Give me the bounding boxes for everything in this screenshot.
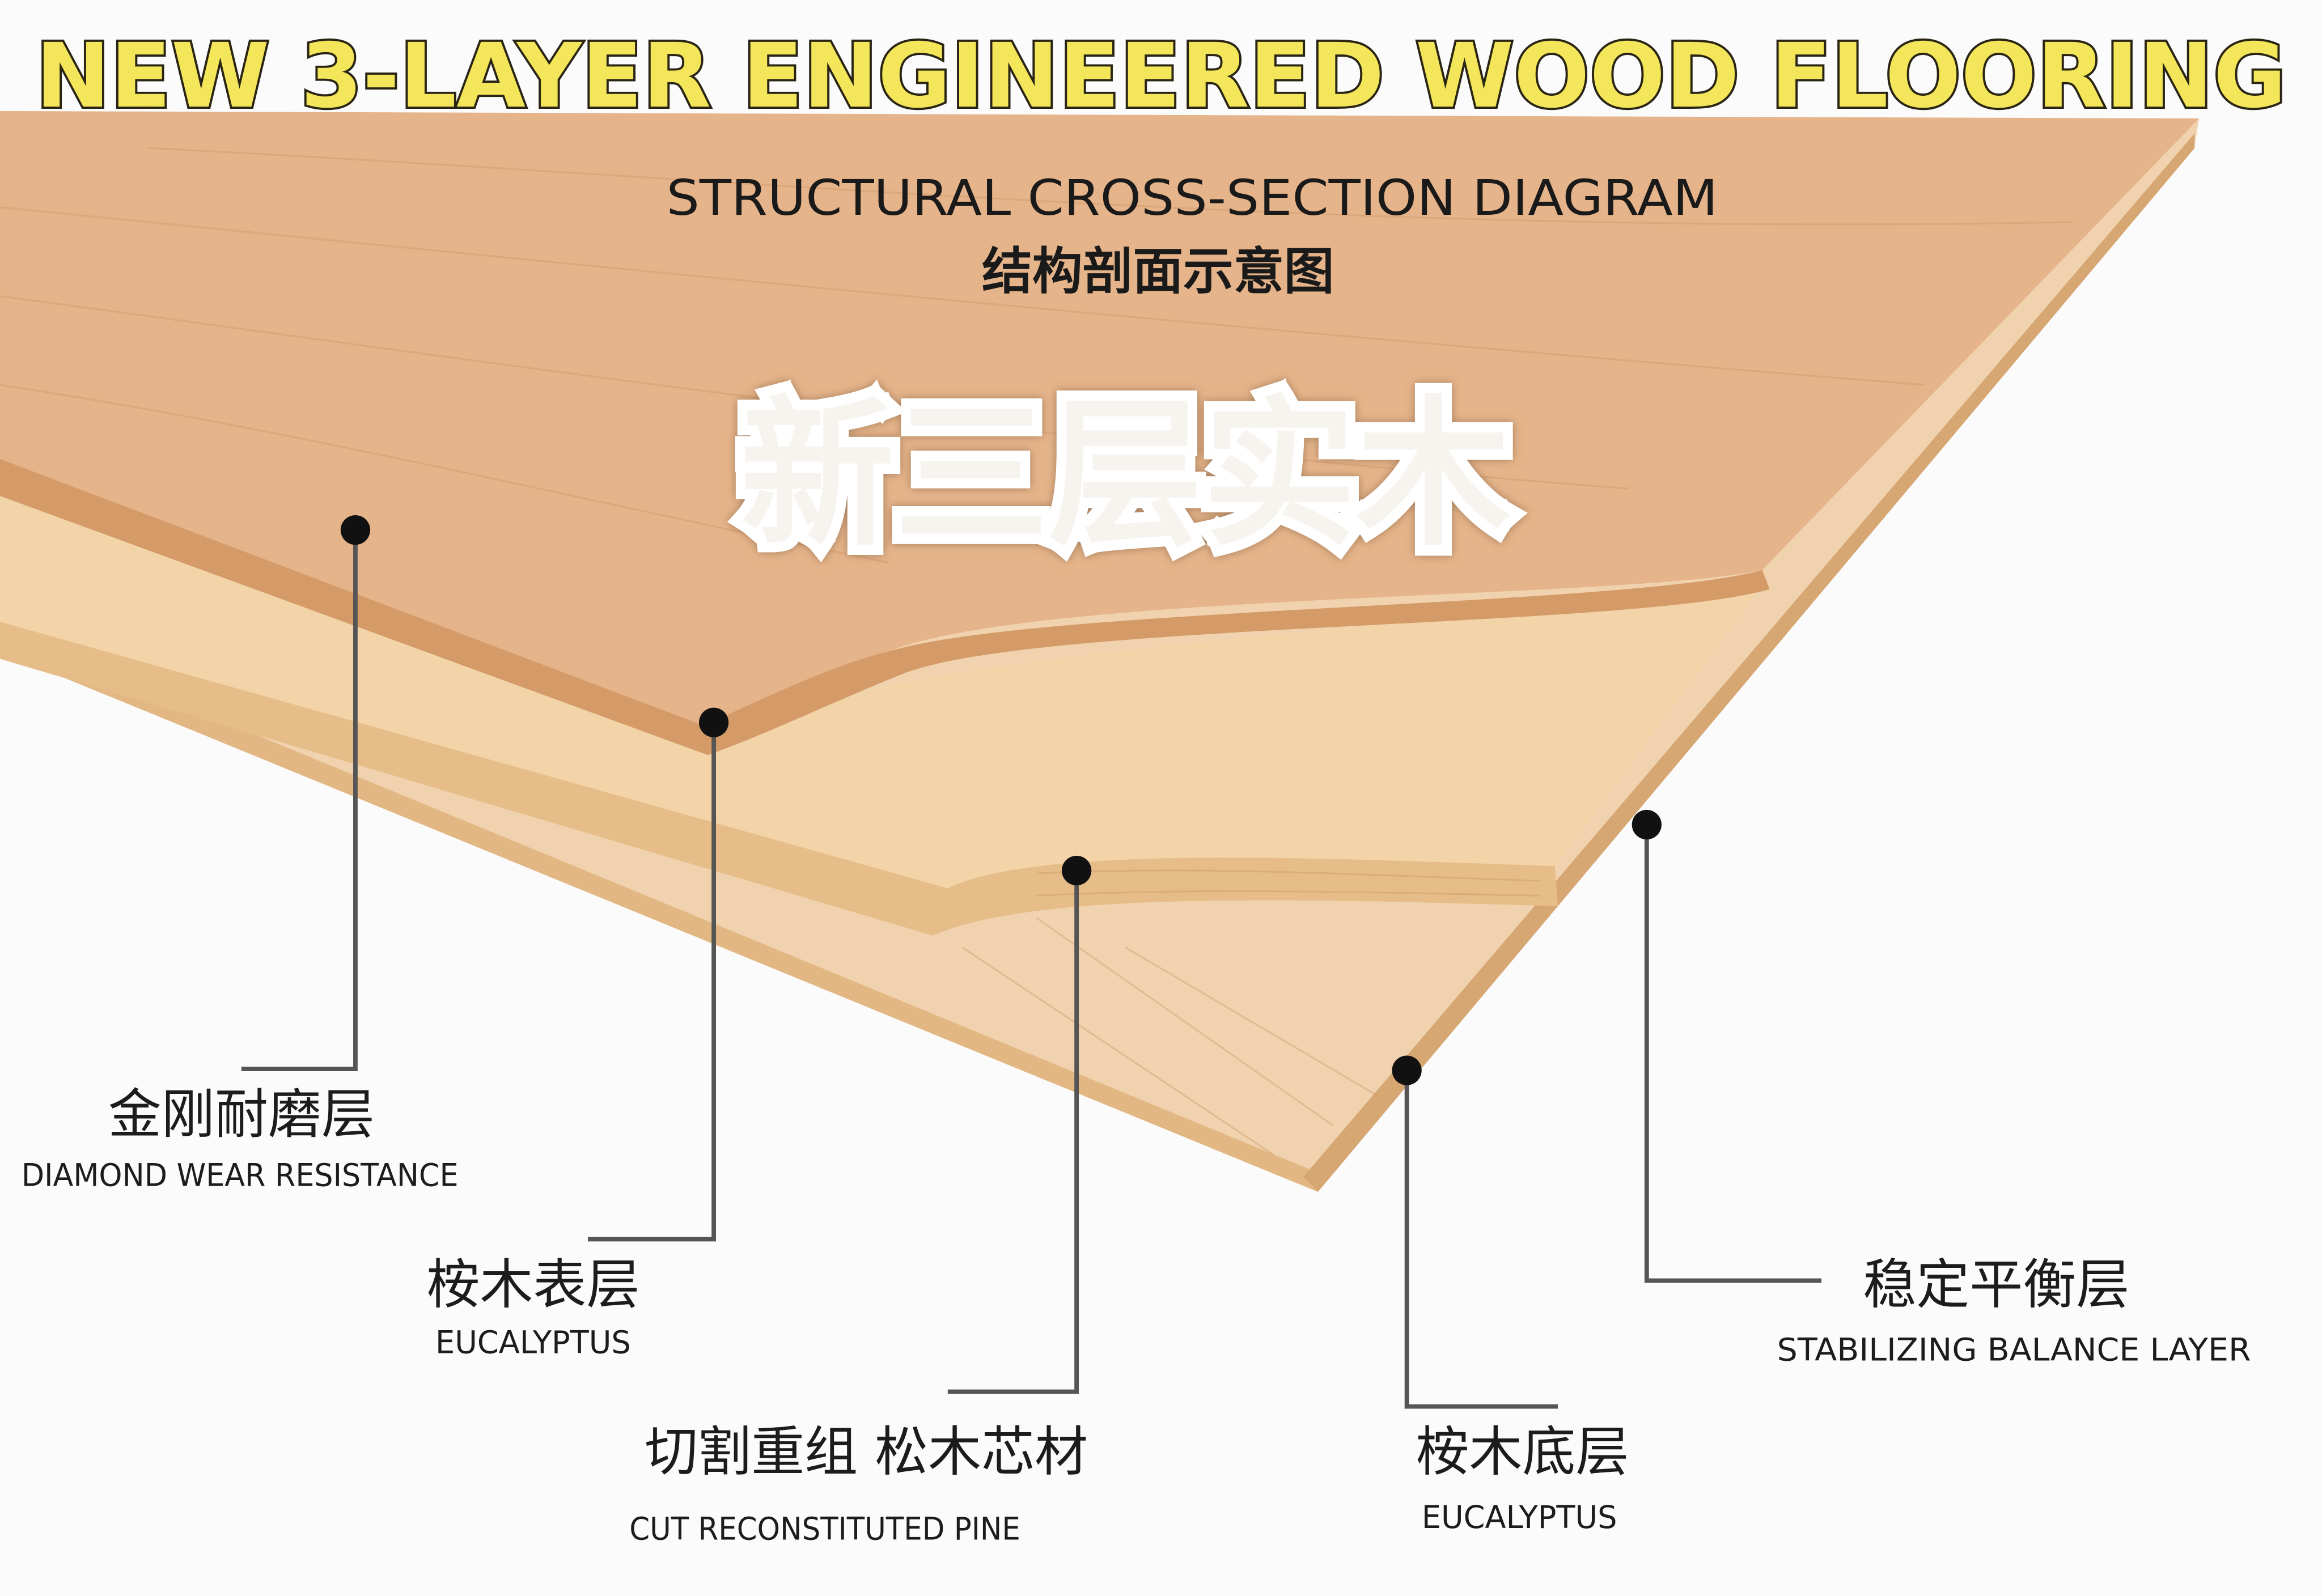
hero-title-cn: 新三层实木 xyxy=(740,381,1510,568)
leader-line-5 xyxy=(1644,825,1822,1283)
leader-lines xyxy=(241,515,1822,1409)
label-cn: 金刚耐磨层 xyxy=(108,1084,375,1145)
leader-line-3 xyxy=(947,870,1079,1394)
label-eucalyptus-bottom: 桉木底层 EUCALYPTUS xyxy=(1416,1421,1629,1535)
marker-dot-3 xyxy=(1061,855,1092,886)
marker-dot-1 xyxy=(340,515,371,545)
label-eucalyptus-top: 桉木表层 EUCALYPTUS xyxy=(426,1254,639,1361)
label-en: DIAMOND WEAR RESISTANCE xyxy=(22,1157,459,1193)
subtitle-en: STRUCTURAL CROSS-SECTION DIAGRAM xyxy=(667,170,1718,227)
label-en: STABILIZING BALANCE LAYER xyxy=(1777,1332,2251,1368)
label-diamond-wear: 金刚耐磨层 DIAMOND WEAR RESISTANCE xyxy=(22,1084,459,1193)
core-layer xyxy=(0,496,1762,936)
leader-line-4 xyxy=(1404,1070,1558,1409)
label-cn: 切割重组 松木芯材 xyxy=(645,1421,1088,1483)
marker-dot-5 xyxy=(1632,809,1662,840)
label-cn: 稳定平衡层 xyxy=(1863,1254,2129,1316)
label-en: EUCALYPTUS xyxy=(435,1325,631,1361)
label-en: EUCALYPTUS xyxy=(1422,1499,1617,1535)
leader-line-2 xyxy=(588,722,717,1242)
label-pine-core: 切割重组 松木芯材 CUT RECONSTITUTED PINE xyxy=(629,1421,1088,1547)
marker-dot-4 xyxy=(1392,1055,1422,1085)
leader-line-1 xyxy=(241,530,358,1071)
label-balance-layer: 稳定平衡层 STABILIZING BALANCE LAYER xyxy=(1777,1254,2251,1368)
subtitle-cn: 结构剖面示意图 xyxy=(982,242,1334,300)
label-en: CUT RECONSTITUTED PINE xyxy=(629,1511,1020,1547)
label-cn: 桉木表层 xyxy=(426,1254,639,1316)
main-title: NEW 3-LAYER ENGINEERED WOOD FLOORING xyxy=(36,24,2287,128)
marker-dot-2 xyxy=(698,707,729,737)
label-cn: 桉木底层 xyxy=(1416,1421,1629,1483)
